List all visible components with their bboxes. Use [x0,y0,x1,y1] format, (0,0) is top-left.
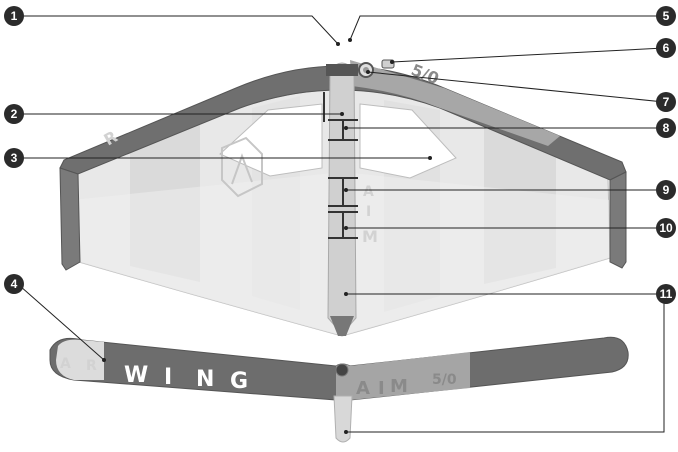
callout-7: 7 [656,92,676,112]
strut-top-band [326,64,358,76]
canopy-logo [221,136,263,198]
front-strut [333,395,353,443]
callout-1: 1 [4,6,24,26]
window-right [359,103,457,179]
callout-9: 9 [656,180,676,200]
front-print-n: N [196,367,214,392]
callout-10: 10 [656,218,676,238]
callout-11: 11 [656,284,676,304]
front-print-logo-i: I [378,378,385,399]
front-light-center [336,352,470,402]
front-print-w: W [124,363,148,388]
front-print-logo-m: M [390,376,408,397]
svg-text:3: 3 [11,151,18,165]
front-valve [335,363,349,377]
wing-front-view: A R W I N G A I M 5/0 [49,336,629,443]
print-g: G [223,53,247,82]
print-strut-m: M [362,227,378,246]
callout-5: 5 [656,6,676,26]
leader-lines [19,15,665,433]
print-i: I [167,77,184,103]
print-n: N [184,68,210,98]
wing-tip-left [59,167,81,271]
callout-8: 8 [656,118,676,138]
front-print-a: A [60,356,71,372]
callout-6: 6 [656,38,676,58]
svg-text:9: 9 [663,183,670,197]
front-print-i: I [164,365,172,390]
front-print-g: G [230,369,248,394]
svg-text:10: 10 [659,221,673,235]
leading-edge-light [350,60,560,146]
callout-4: 4 [4,274,24,294]
leader-dots [102,38,432,434]
handles [323,92,358,239]
wing-tip-right [609,171,627,269]
svg-text:11: 11 [660,287,673,301]
wing-top-view: R W I N G 5/0 A I M [59,53,627,337]
front-print-logo-a: A [356,378,370,399]
svg-text:4: 4 [11,277,18,291]
front-print-r: R [86,358,97,374]
svg-text:5: 5 [663,9,670,23]
print-strut-a: A [363,184,374,200]
print-strut-i: I [366,204,371,220]
strut-tail [330,316,354,336]
svg-text:1: 1 [11,9,18,23]
svg-text:6: 6 [663,41,670,55]
svg-text:7: 7 [663,95,670,109]
callout-2: 2 [4,104,24,124]
callout-3: 3 [4,148,24,168]
svg-text:2: 2 [11,107,18,121]
front-print-size: 5/0 [432,372,457,388]
svg-text:8: 8 [663,121,670,135]
